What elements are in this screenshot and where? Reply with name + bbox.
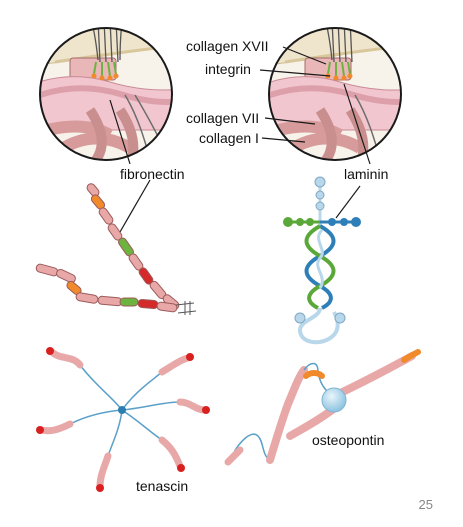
label-laminin: laminin [344,166,389,182]
label-integrin: integrin [205,61,251,77]
leader-lines [109,46,371,233]
laminin-molecule [283,176,361,345]
left-magnified-view [39,27,173,161]
label-osteopontin: osteopontin [312,432,385,448]
tenascin-molecule [36,347,210,492]
page-number: 25 [418,497,433,512]
right-magnified-view [268,27,402,161]
label-collagen-i: collagen I [199,130,259,146]
label-fibronectin: fibronectin [120,166,185,182]
label-collagen-xvii: collagen XVII [186,38,269,54]
osteopontin-molecule [224,349,421,466]
label-tenascin: tenascin [136,478,189,494]
fibronectin-molecule [35,183,197,315]
label-collagen-vii: collagen VII [186,110,260,126]
